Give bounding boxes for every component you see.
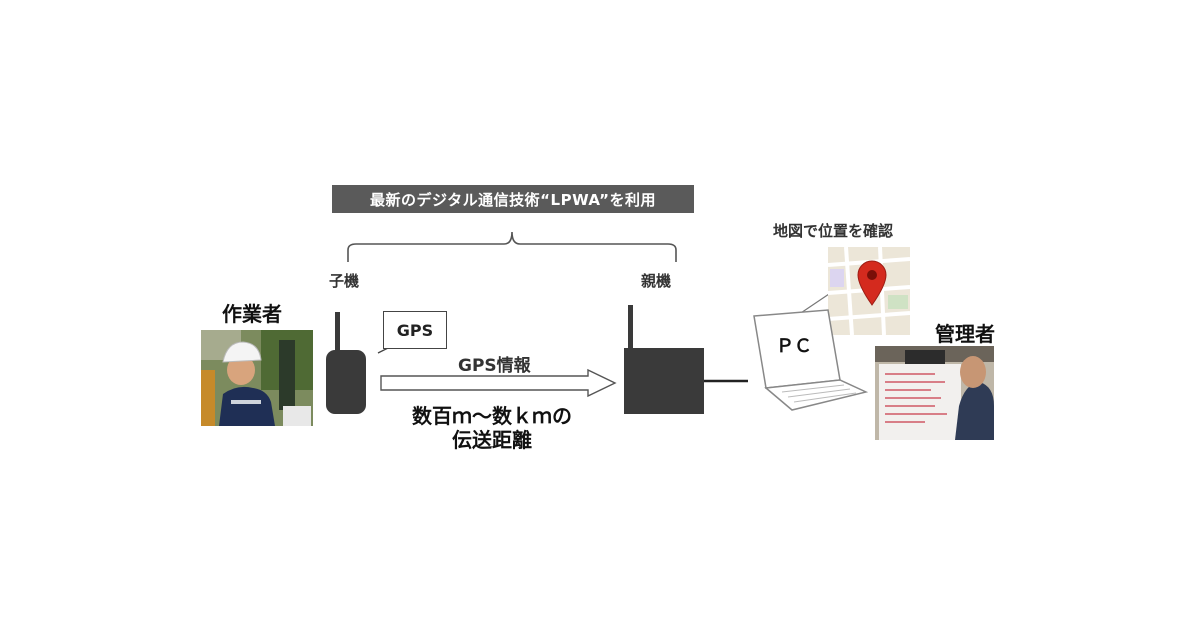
worker-photo <box>201 330 313 426</box>
laptop-icon <box>753 309 868 411</box>
manager-image <box>875 346 994 440</box>
parent-unit-device <box>624 348 704 414</box>
parent-unit-label: 親機 <box>641 272 672 290</box>
child-unit-label: 子機 <box>329 272 360 290</box>
map-thumbnail <box>828 247 910 335</box>
parent-antenna <box>628 305 633 351</box>
brace <box>347 231 677 262</box>
location-pin-icon <box>857 260 887 306</box>
map-image <box>828 247 910 335</box>
manager-photo <box>875 346 994 440</box>
distance-line1: 数百ｍ～数ｋｍの <box>412 404 572 428</box>
child-antenna <box>335 312 340 352</box>
distance-line2: 伝送距離 <box>452 428 532 452</box>
child-unit-device <box>326 350 366 414</box>
worker-image <box>201 330 313 426</box>
pc-label: ＰＣ <box>776 336 812 357</box>
worker-label: 作業者 <box>222 302 282 326</box>
manager-label: 管理者 <box>935 322 995 346</box>
lpwa-banner: 最新のデジタル通信技術“LPWA”を利用 <box>332 185 694 213</box>
transmission-arrow <box>380 368 617 398</box>
map-caption: 地図で位置を確認 <box>773 222 894 240</box>
gps-info-label: GPS情報 <box>458 356 531 376</box>
gps-bubble: GPS <box>383 311 447 349</box>
